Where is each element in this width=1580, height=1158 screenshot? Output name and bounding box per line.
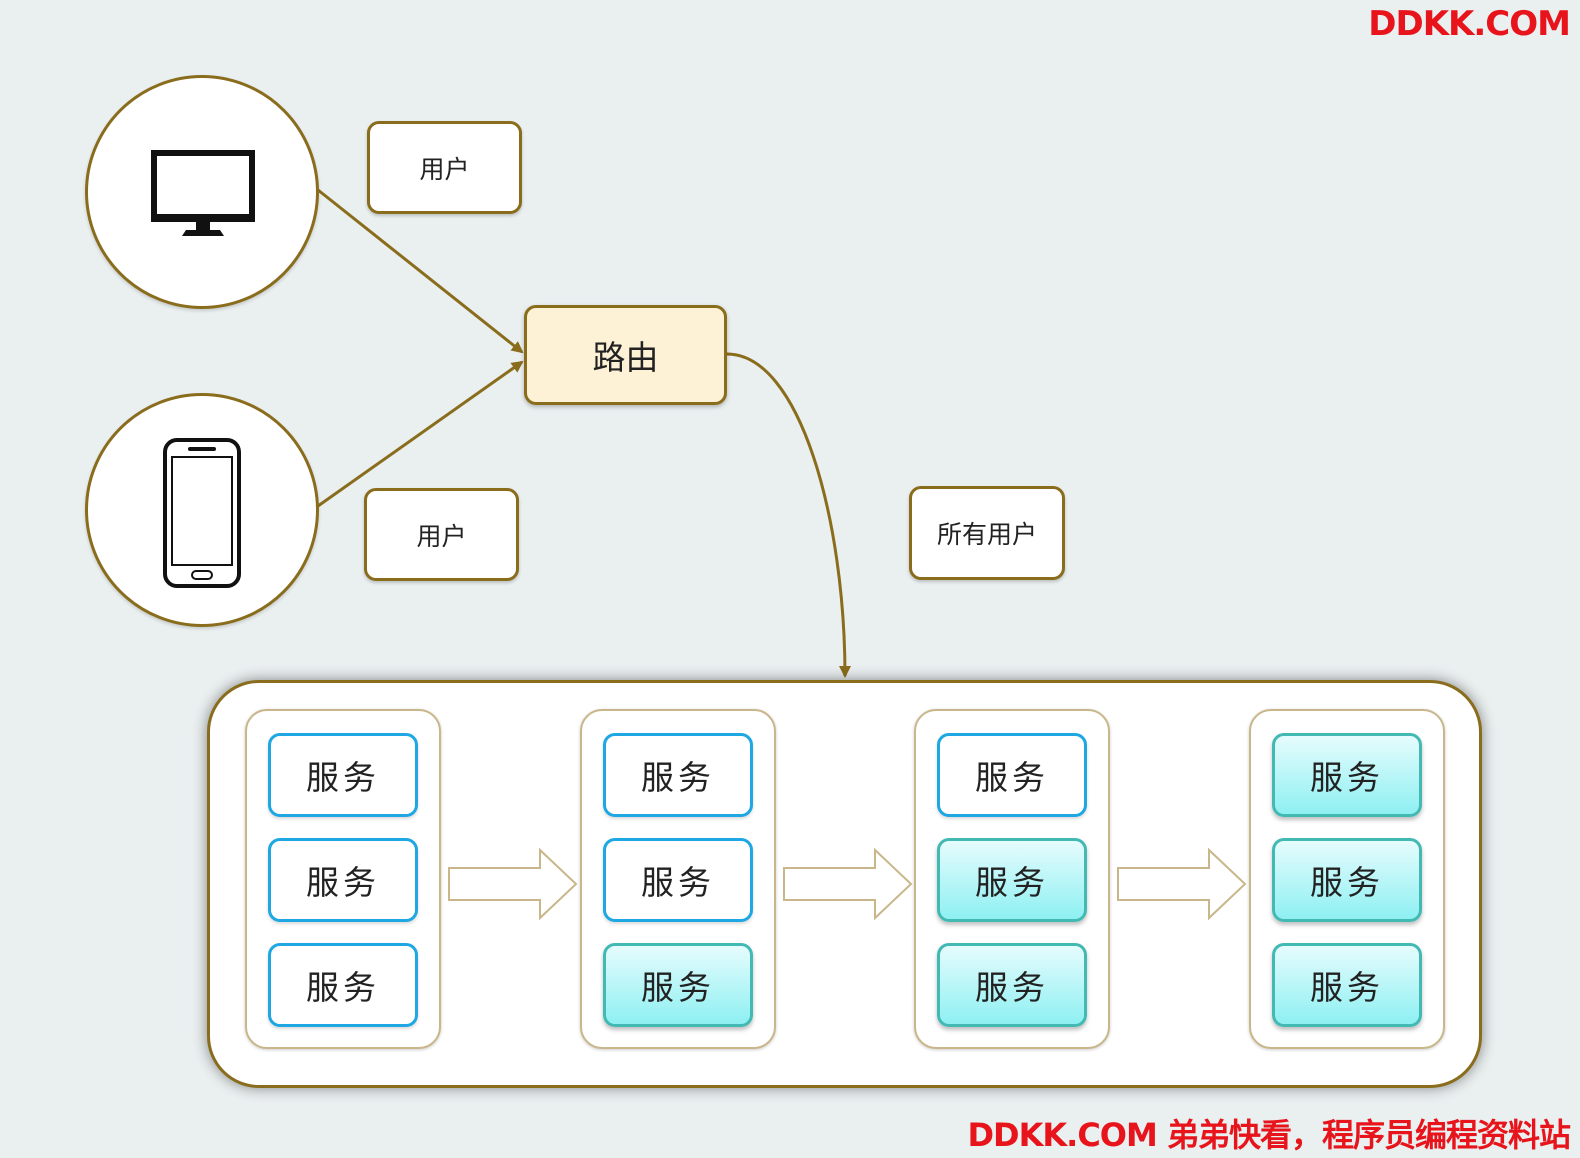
rollout-arrow-icon <box>1117 847 1247 921</box>
service-old: 服务 <box>268 943 418 1027</box>
rollout-arrow-icon <box>448 847 578 921</box>
phone-user-label: 用户 <box>364 488 519 581</box>
service-old: 服务 <box>268 733 418 817</box>
phone-client-node <box>85 393 319 627</box>
phone-to-router-arrow <box>317 360 524 508</box>
all-users-label: 所有用户 <box>909 486 1065 580</box>
desktop-monitor-icon <box>151 150 255 236</box>
service-new: 服务 <box>603 943 753 1027</box>
router-node: 路由 <box>524 305 727 405</box>
router-to-cluster-arrow <box>726 352 851 678</box>
smartphone-icon <box>163 438 241 588</box>
desktop-user-label: 用户 <box>367 121 522 214</box>
service-new: 服务 <box>1272 838 1422 922</box>
service-new: 服务 <box>937 943 1087 1027</box>
rollout-arrow-icon <box>783 847 913 921</box>
service-old: 服务 <box>937 733 1087 817</box>
service-new: 服务 <box>1272 733 1422 817</box>
desktop-client-node <box>85 75 319 309</box>
service-old: 服务 <box>268 838 418 922</box>
desktop-to-router-arrow <box>317 188 524 354</box>
watermark-top: DDKK.COM <box>1368 4 1571 44</box>
watermark-bottom: DDKK.COM 弟弟快看，程序员编程资料站 <box>967 1116 1571 1154</box>
service-new: 服务 <box>937 838 1087 922</box>
service-old: 服务 <box>603 733 753 817</box>
service-old: 服务 <box>603 838 753 922</box>
service-new: 服务 <box>1272 943 1422 1027</box>
